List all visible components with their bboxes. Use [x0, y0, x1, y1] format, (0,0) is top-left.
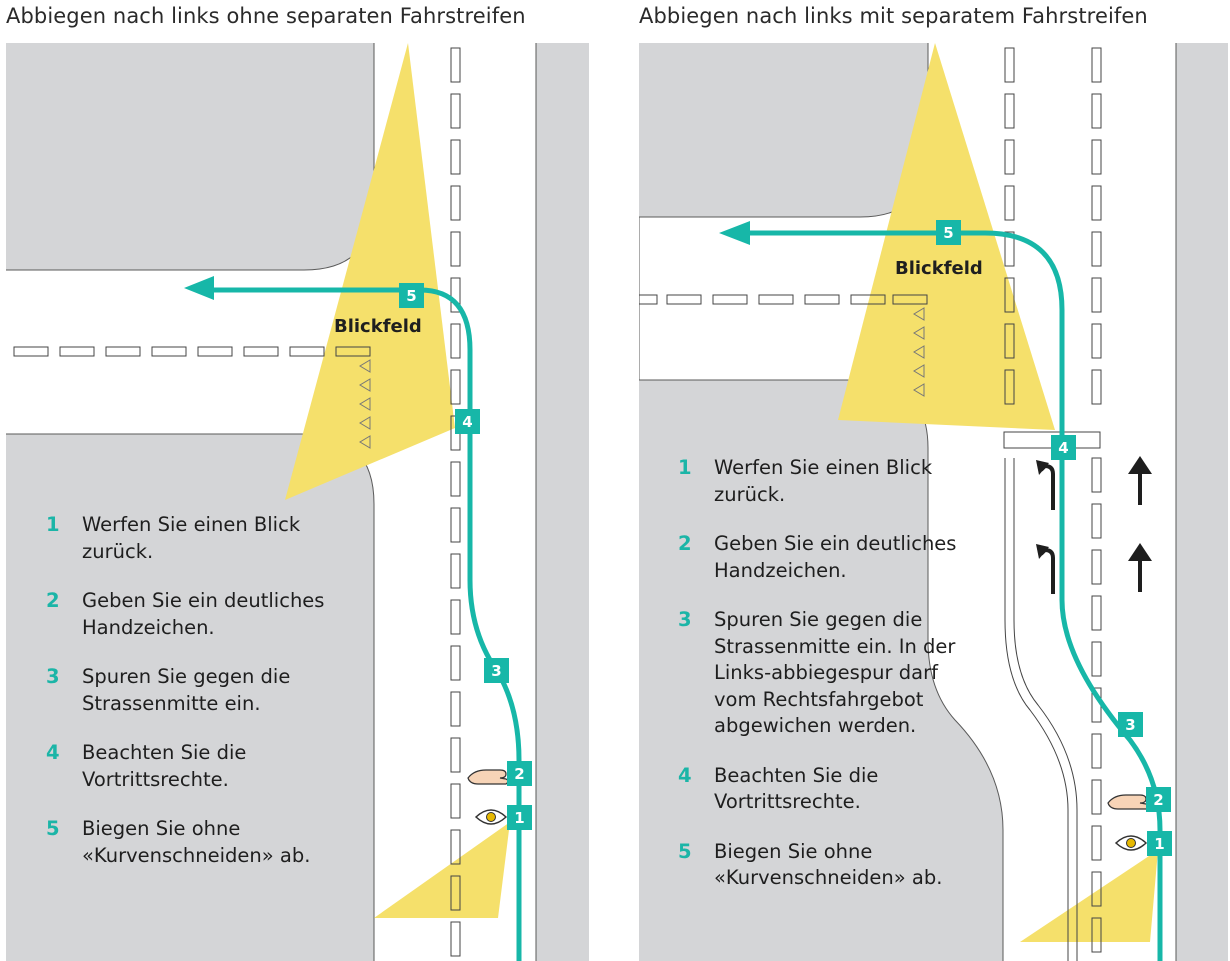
step-number: 1: [46, 513, 60, 536]
right-block-top: [639, 43, 928, 217]
right-marker-3: 3: [1118, 712, 1143, 737]
right-marker-4: 4: [1051, 435, 1076, 460]
step-number: 5: [46, 817, 60, 840]
svg-text:1: 1: [1154, 835, 1164, 853]
step-text: Biegen Sie ohne «Kurvenschneiden» ab.: [714, 839, 943, 890]
right-rear-view-cone: [1020, 850, 1158, 942]
left-intersection: 1 2 3 4 5 Blickfeld: [6, 43, 589, 961]
right-intersection: 1 2 3 4 5 Blickfeld: [639, 43, 1228, 961]
step-number: 3: [678, 608, 692, 631]
step-number: 1: [678, 456, 692, 479]
list-item: 1 Werfen Sie einen Blick zurück.: [46, 512, 366, 565]
svg-text:4: 4: [462, 413, 472, 431]
lane-arrow-straight-icon: [1128, 456, 1152, 505]
right-field-of-view-label: Blickfeld: [895, 258, 983, 279]
left-route: [210, 287, 522, 961]
step-text: Beachten Sie die Vortrittsrechte.: [714, 763, 879, 814]
right-marker-5: 5: [936, 220, 961, 245]
list-item: 2 Geben Sie ein deutliches Handzeichen.: [678, 531, 958, 584]
step-text: Spuren Sie gegen die Strassenmitte ein. …: [714, 608, 956, 737]
step-number: 3: [46, 665, 60, 688]
right-marker-1: 1: [1147, 831, 1172, 856]
step-number: 2: [678, 532, 692, 555]
arrow-left-icon: [184, 276, 214, 300]
svg-text:3: 3: [1125, 716, 1135, 734]
left-marker-5: 5: [399, 283, 424, 308]
right-block-right: [1176, 43, 1228, 961]
step-number: 4: [46, 741, 60, 764]
step-text: Spuren Sie gegen die Strassenmitte ein.: [82, 665, 291, 715]
left-marker-4: 4: [455, 409, 480, 434]
list-item: 3 Spuren Sie gegen die Strassenmitte ein.: [46, 664, 366, 717]
step-text: Werfen Sie einen Blick zurück.: [82, 513, 301, 563]
step-text: Werfen Sie einen Blick zurück.: [714, 456, 933, 506]
svg-text:1: 1: [514, 809, 524, 827]
svg-text:2: 2: [1153, 791, 1163, 809]
step-text: Geben Sie ein deutliches Handzeichen.: [82, 589, 325, 639]
right-route: [745, 230, 1163, 961]
list-item: 4 Beachten Sie die Vortrittsrechte.: [678, 763, 958, 816]
step-number: 5: [678, 839, 692, 863]
list-item: 3 Spuren Sie gegen die Strassenmitte ein.…: [678, 607, 958, 740]
left-steps-list: 1 Werfen Sie einen Blick zurück. 2 Geben S…: [46, 512, 366, 892]
left-marker-3: 3: [484, 658, 509, 683]
svg-text:4: 4: [1058, 439, 1068, 457]
svg-text:5: 5: [943, 224, 953, 242]
eye-icon: [1114, 835, 1148, 851]
lane-arrow-turn-left-icon: [1039, 463, 1055, 510]
step-text: Geben Sie ein deutliches Handzeichen.: [714, 532, 957, 582]
svg-text:2: 2: [514, 765, 524, 783]
left-block-top: [6, 43, 374, 270]
list-item: 5 Biegen Sie ohne «Kurvenschneiden» ab.: [46, 816, 366, 869]
hand-signal-icon: [467, 769, 509, 785]
step-number: 4: [678, 763, 692, 787]
svg-text:5: 5: [406, 287, 416, 305]
svg-text:3: 3: [491, 662, 501, 680]
right-steps-list: 1 Werfen Sie einen Blick zurück. 2 Geben S…: [678, 455, 958, 915]
eye-icon: [474, 809, 508, 825]
list-item: 1 Werfen Sie einen Blick zurück.: [678, 455, 958, 508]
right-panel-title: Abbiegen nach links mit separatem Fahrst…: [639, 4, 1148, 28]
hand-signal-icon: [1107, 794, 1149, 810]
lane-arrow-straight-icon: [1128, 543, 1152, 592]
left-marker-2: 2: [507, 761, 532, 786]
right-block-bottom: [639, 380, 1003, 961]
right-marker-2: 2: [1146, 787, 1171, 812]
lane-arrow-turn-left-icon: [1039, 547, 1055, 594]
left-block-bottom: [6, 434, 374, 961]
left-rear-view-cone: [374, 822, 510, 918]
left-field-of-view: [285, 43, 455, 500]
step-number: 2: [46, 589, 60, 612]
left-panel-title: Abbiegen nach links ohne separaten Fahrs…: [6, 4, 526, 28]
step-text: Beachten Sie die Vortrittsrechte.: [82, 741, 247, 791]
left-field-of-view-label: Blickfeld: [334, 316, 422, 337]
left-marker-1: 1: [507, 805, 532, 830]
step-text: Biegen Sie ohne «Kurvenschneiden» ab.: [82, 817, 311, 867]
list-item: 4 Beachten Sie die Vortrittsrechte.: [46, 740, 366, 793]
left-block-right: [536, 43, 589, 961]
list-item: 5 Biegen Sie ohne «Kurvenschneiden» ab.: [678, 839, 958, 892]
arrow-left-icon: [719, 221, 750, 245]
list-item: 2 Geben Sie ein deutliches Handzeichen.: [46, 588, 366, 641]
